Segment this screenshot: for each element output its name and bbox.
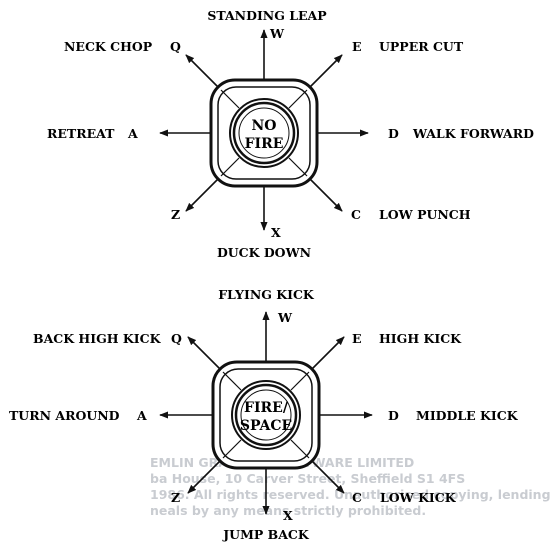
key-label-s: X <box>283 508 293 523</box>
arrow-ne <box>304 54 343 93</box>
key-label-ne: E <box>352 39 362 54</box>
key-label-se: C <box>351 207 361 222</box>
key-label-w: A <box>127 126 138 141</box>
fire-button-inner <box>240 389 292 441</box>
action-label-se: LOW KICK <box>380 490 457 505</box>
center-label-line2: SPACE <box>240 418 292 434</box>
key-label-e: D <box>388 408 399 423</box>
key-label-nw: Q <box>171 331 182 346</box>
action-label-nw: BACK HIGH KICK <box>33 331 162 346</box>
action-label-w: RETREAT <box>47 126 115 141</box>
arrow-se <box>306 455 345 494</box>
key-label-sw: Z <box>171 490 180 505</box>
key-label-e: D <box>388 126 399 141</box>
fire-button-inner <box>238 107 290 159</box>
key-label-s: X <box>271 225 281 240</box>
action-label-se: LOW PUNCH <box>379 207 471 222</box>
action-label-e: MIDDLE KICK <box>416 408 519 423</box>
action-label-ne: HIGH KICK <box>379 331 462 346</box>
key-label-se: C <box>352 490 362 505</box>
diagram-no-fire: NO FIRE STANDING LEAP W NECK CHOP Q E UP… <box>47 8 534 260</box>
bleed-line: 1986. All rights reserved. Unauthorised … <box>150 487 551 502</box>
arrow-se <box>304 173 343 212</box>
key-label-nw: Q <box>170 39 181 54</box>
action-label-w: TURN AROUND <box>9 408 120 423</box>
key-label-w: A <box>136 408 147 423</box>
arrow-nw <box>187 336 226 375</box>
center-label-line2: FIRE <box>245 136 284 152</box>
action-label-n: FLYING KICK <box>218 287 315 302</box>
diagram-fire-space: FIRE/ SPACE FLYING KICK W BACK HIGH KICK… <box>9 287 519 542</box>
action-label-e: WALK FORWARD <box>412 126 534 141</box>
key-label-n: W <box>277 310 293 325</box>
key-label-n: W <box>269 26 285 41</box>
action-label-s: JUMP BACK <box>222 527 310 542</box>
center-label-line1: NO <box>252 118 277 134</box>
bleed-through-text: EMLIN GRAPHICS SOFTWARE LIMITED ba House… <box>150 455 551 519</box>
arrow-nw <box>185 54 224 93</box>
bleed-line: ba House, 10 Carver Street, Sheffield S1… <box>150 471 466 486</box>
arrow-sw <box>185 173 224 212</box>
arrow-ne <box>306 336 345 375</box>
center-label-line1: FIRE/ <box>244 400 289 416</box>
arrow-sw <box>187 455 226 494</box>
key-label-sw: Z <box>171 207 180 222</box>
action-label-s: DUCK DOWN <box>217 245 311 260</box>
key-label-ne: E <box>352 331 362 346</box>
bleed-line: neals by any means strictly prohibited. <box>150 503 427 518</box>
joystick-diagrams: NO FIRE STANDING LEAP W NECK CHOP Q E UP… <box>9 8 534 542</box>
action-label-n: STANDING LEAP <box>207 8 327 23</box>
action-label-nw: NECK CHOP <box>64 39 153 54</box>
action-label-ne: UPPER CUT <box>379 39 464 54</box>
